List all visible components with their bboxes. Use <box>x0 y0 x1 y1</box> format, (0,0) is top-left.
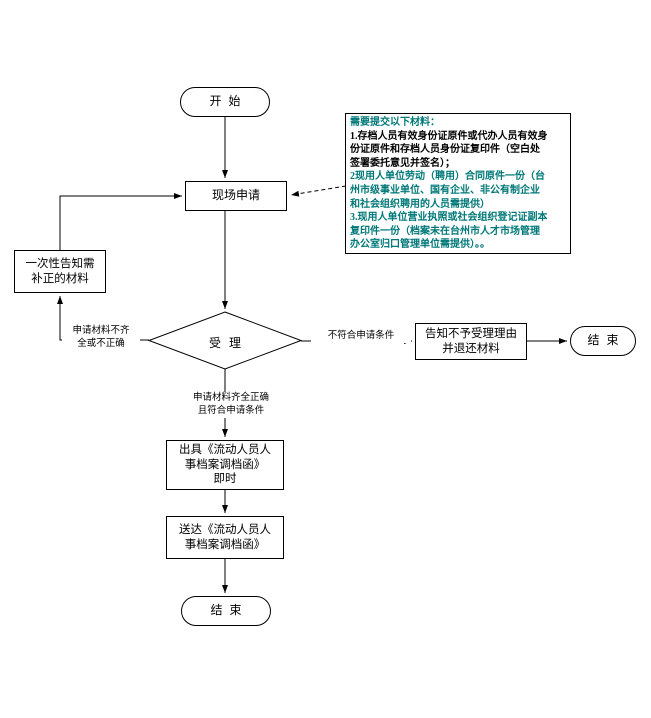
note-line: 复印件一份（档案未在台州市人才市场管理 <box>350 225 540 237</box>
notify-correction-line2: 补正的材料 <box>31 272 89 285</box>
note-line: 州市级事业单位、国有企业、非公有制企业 <box>350 184 540 196</box>
onsite-apply-node: 现场申请 <box>185 181 287 211</box>
end-right-node: 结束 <box>570 326 636 356</box>
edge-label-qualified: 申请材料齐全正确 且符合申请条件 <box>178 392 284 418</box>
edge-label-incomplete: 申请材料不齐 全或不正确 <box>62 325 140 351</box>
reject-notice-line1: 告知不予受理理由 <box>425 327 517 340</box>
reject-notice-node: 告知不予受理理由 并退还材料 <box>415 323 527 360</box>
end-bottom-label: 结束 <box>210 603 249 618</box>
deliver-letter-node: 送达《流动人员人 事档案调档函》 <box>166 516 284 559</box>
note-line: 需要提交以下材料： <box>350 117 440 128</box>
issue-letter-node: 出具《流动人员人 事档案调档函》 即时 <box>166 440 284 490</box>
note-line: 和社会组织聘用的人员需提供） <box>350 198 490 210</box>
note-line: 3.现用人单位营业执照或社会组织登记证副本 <box>350 212 548 224</box>
start-node: 开始 <box>180 87 270 117</box>
notify-correction-line1: 一次性告知需 <box>25 257 95 270</box>
edge-label-not-qualified: 不符合申请条件 <box>311 330 411 343</box>
decision-diamond-shape <box>147 311 303 370</box>
note-line: 办公室归口管理单位需提供）。。 <box>350 239 490 251</box>
issue-letter-line3: 即时 <box>213 473 237 486</box>
required-materials-note: 需要提交以下材料： 1.存档人员有效身份证原件或代办人员有效身 份证原件和存档人… <box>345 113 571 254</box>
note-line: 签署委托意见并签名）； <box>350 157 455 169</box>
note-line: 1.存档人员有效身份证原件或代办人员有效身 <box>350 130 548 142</box>
notify-correction-node: 一次性告知需 补正的材料 <box>14 250 106 293</box>
deliver-letter-line1: 送达《流动人员人 <box>179 523 271 536</box>
note-line: 份证原件和存档人员身份证复印件（空白处 <box>350 144 540 156</box>
start-node-label: 开始 <box>209 94 248 109</box>
note-line: 2现用人单位劳动（聘用）合同原件一份（台 <box>350 171 545 183</box>
end-bottom-node: 结束 <box>181 596 271 626</box>
decision-node-label: 受理 <box>208 336 249 350</box>
issue-letter-line1: 出具《流动人员人 <box>179 443 271 456</box>
onsite-apply-label: 现场申请 <box>211 188 260 203</box>
deliver-letter-line2: 事档案调档函》 <box>184 538 266 551</box>
end-right-label: 结束 <box>587 333 626 348</box>
reject-notice-line2: 并退还材料 <box>442 342 500 355</box>
issue-letter-line2: 事档案调档函》 <box>184 458 266 471</box>
